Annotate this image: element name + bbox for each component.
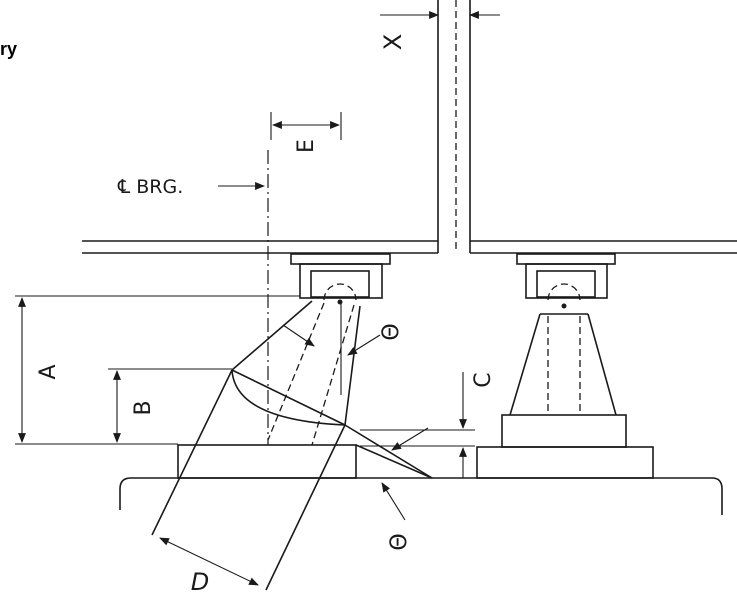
dimension-c: C: [360, 372, 496, 478]
dimension-x: X: [379, 11, 500, 50]
dimension-a: A: [15, 295, 300, 445]
label-c: C: [471, 372, 496, 387]
label-theta-upper: Θ: [379, 323, 404, 340]
label-centerline-brg: ℄ BRG.: [117, 176, 183, 198]
dimension-b: B: [108, 368, 232, 443]
label-e: E: [294, 139, 319, 153]
label-theta-lower: Θ: [387, 533, 412, 550]
centerline-bearing: ℄ BRG.: [117, 150, 269, 445]
dimension-d: D: [151, 369, 346, 596]
wedge: [344, 424, 433, 479]
label-x: X: [379, 34, 407, 50]
label-b: B: [131, 400, 156, 415]
foundation: [119, 477, 723, 515]
angle-theta-upper: Θ: [282, 323, 404, 356]
label-a: A: [36, 364, 61, 379]
right-bearing-vertical: [476, 253, 654, 479]
angle-theta-lower: Θ: [381, 427, 429, 551]
title-fragment: ry: [0, 39, 17, 59]
label-d: D: [191, 568, 209, 596]
dimension-e: E: [270, 112, 342, 153]
left-base-plate: [177, 444, 357, 479]
left-girder: [82, 0, 439, 254]
right-girder: [469, 0, 737, 254]
left-bearing-tilted: [231, 253, 391, 446]
